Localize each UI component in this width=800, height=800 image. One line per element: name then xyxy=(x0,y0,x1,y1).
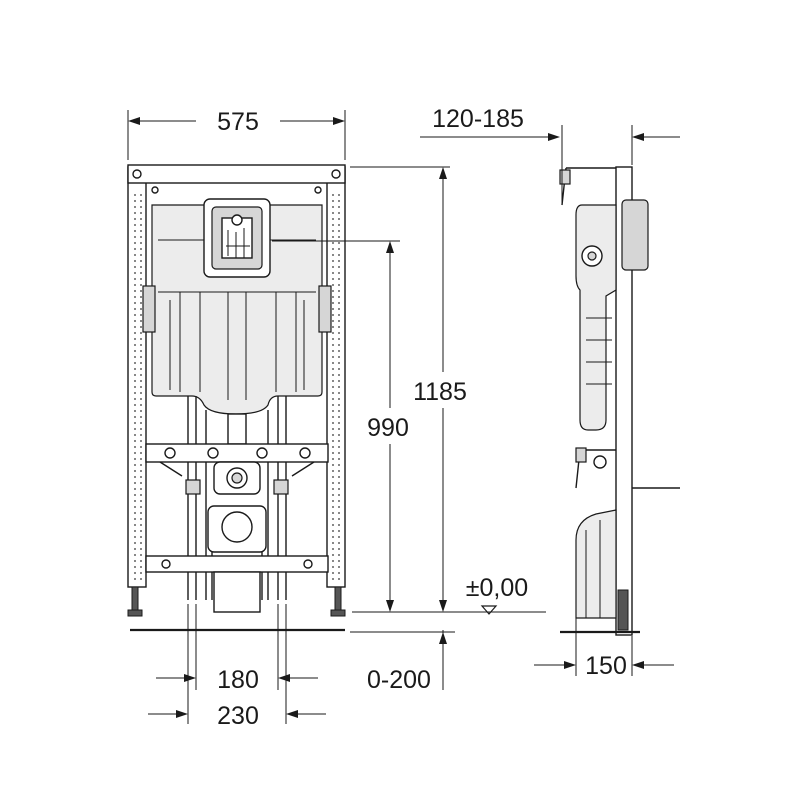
left-leg xyxy=(131,586,139,614)
frame-top-rail xyxy=(127,164,346,184)
dim-floor-adjust: 0-200 xyxy=(367,666,431,694)
frame-right-post-holes xyxy=(330,190,342,580)
side-waste-bend xyxy=(575,509,617,619)
front-view xyxy=(127,164,346,632)
dim-height-total: 1185 xyxy=(413,378,467,406)
dim-bolt-outer: 230 xyxy=(217,702,259,730)
top-left-bolt xyxy=(132,169,142,179)
dimension-lines xyxy=(127,110,680,724)
dim-width-total: 575 xyxy=(217,108,259,136)
floor-level-marker xyxy=(480,605,498,615)
dim-depth: 150 xyxy=(585,652,627,680)
side-frame-post xyxy=(615,166,633,636)
dim-floor-level: ±0,00 xyxy=(466,574,528,602)
dim-bolt-inner: 180 xyxy=(217,666,259,694)
frame-bottom-rail xyxy=(145,555,329,573)
dimension-labels: 575 120-185 1185 990 ±0,00 180 230 0-200… xyxy=(217,105,627,730)
side-view xyxy=(559,166,680,636)
dim-wall-offset: 120-185 xyxy=(432,105,524,133)
frame-left-post-holes xyxy=(131,190,143,580)
top-right-bolt xyxy=(331,169,341,179)
right-leg xyxy=(334,586,342,614)
dim-height-flush: 990 xyxy=(367,414,409,442)
